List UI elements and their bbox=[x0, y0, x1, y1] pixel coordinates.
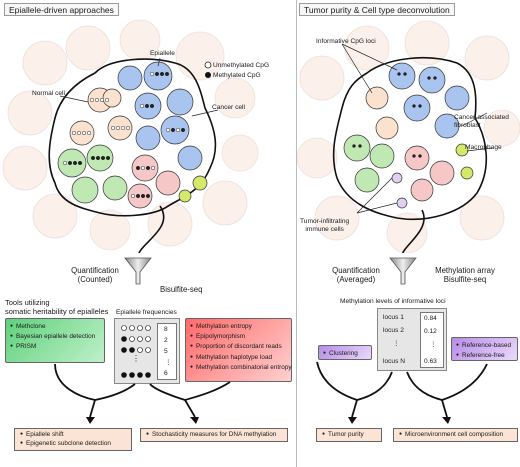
right-outcome-box-1: Tumor purity bbox=[316, 428, 382, 442]
freq-title: Epiallele frequencies bbox=[116, 309, 177, 316]
clustering-box: Clustering bbox=[318, 345, 372, 360]
left-outcome-box-2: Stochasticity measures for DNA methylati… bbox=[140, 428, 288, 442]
right-outcome-box-2: Microenvironment cell composition bbox=[393, 428, 518, 442]
left-panel-header: Epiallele-driven approaches bbox=[4, 3, 119, 16]
left-quant-title: Quantification bbox=[71, 266, 119, 275]
til-label: Tumor-infiltrating immune cells bbox=[300, 218, 350, 233]
right-funnel-icon bbox=[389, 257, 417, 285]
reference-box: Reference-based Reference-free bbox=[451, 337, 518, 361]
locus-name: locus 2 bbox=[383, 327, 404, 334]
outcome-item: Stochasticity measures for DNA methylati… bbox=[146, 431, 282, 440]
macrophage-label: Macrophage bbox=[465, 144, 502, 151]
measure-item: Methylation entropy bbox=[190, 322, 287, 332]
freq-vertical-ellipsis: ⋮ bbox=[132, 354, 140, 363]
clustering-item: Clustering bbox=[323, 349, 367, 359]
methylated-legend: Methylated CpG bbox=[213, 72, 261, 79]
freq-epialleles bbox=[121, 325, 151, 378]
cancer-cell-label: Cancer cell bbox=[212, 104, 245, 111]
left-output-arrows bbox=[54, 363, 231, 424]
right-panel-header: Tumor purity & Cell type deconvolution bbox=[299, 3, 455, 16]
outcome-item: Microenvironment cell composition bbox=[399, 431, 512, 440]
right-tissue-illustration bbox=[297, 20, 520, 253]
levels-table: locus 1 locus 2 ⋮ locus N 0.84 0.12 ⋮ 0.… bbox=[377, 308, 447, 371]
tool-item: Bayesian epiallele detection bbox=[10, 332, 100, 342]
right-output-arrows bbox=[316, 361, 488, 424]
right-quant-title: Quantification bbox=[332, 266, 380, 275]
right-method-1: Methylation array bbox=[435, 266, 495, 275]
locus-name: locus N bbox=[383, 358, 405, 365]
freq-value: 2 bbox=[164, 337, 168, 344]
measure-item: Methylation combinatorial entropy bbox=[190, 363, 292, 373]
left-outcome-box-1: Epiallele shift Epigenetic subclone dete… bbox=[14, 428, 132, 451]
tool-item: PRISM bbox=[10, 342, 100, 352]
outcome-item: Tumor purity bbox=[322, 431, 376, 440]
left-funnel-icon bbox=[124, 257, 152, 285]
freq-table: ⋮ 8 2 5 ⋮ 6 bbox=[114, 318, 180, 384]
normal-cell-label: Normal cell bbox=[32, 90, 65, 97]
measure-item: Methylation haplotype load bbox=[190, 353, 287, 363]
measures-box: Methylation entropy Epipolymorphism Prop… bbox=[185, 318, 292, 382]
panel-divider bbox=[296, 0, 297, 467]
tool-item: Methclone bbox=[10, 322, 100, 332]
outcome-item: Epigenetic subclone detection bbox=[20, 440, 126, 449]
reference-item: Reference-based bbox=[456, 341, 513, 351]
left-quant-sub: (Counted) bbox=[77, 275, 113, 284]
right-quant-sub: (Averaged) bbox=[336, 275, 376, 284]
level-value: 0.12 bbox=[424, 328, 437, 335]
tools-title: Tools utilizing somatic heritability of … bbox=[5, 298, 109, 316]
levels-title: Methylation levels of informative loci bbox=[340, 298, 446, 305]
caf-label: Cancer-associated fibroblast bbox=[454, 114, 509, 129]
freq-values: 8 2 5 ⋮ 6 bbox=[157, 323, 177, 380]
outcome-item: Epiallele shift bbox=[20, 431, 126, 440]
level-value: 0.63 bbox=[424, 358, 437, 365]
freq-value: 8 bbox=[164, 326, 168, 333]
left-tissue-illustration bbox=[2, 19, 259, 253]
freq-value: 6 bbox=[164, 370, 168, 377]
locus-name: ⋮ bbox=[393, 340, 400, 347]
unmethylated-legend: Unmethylated CpG bbox=[213, 62, 270, 69]
left-method: Bisulfite-seq bbox=[160, 285, 203, 294]
reference-item: Reference-free bbox=[456, 351, 513, 361]
freq-value: ⋮ bbox=[165, 359, 172, 366]
level-value: ⋮ bbox=[430, 341, 437, 348]
level-value: 0.84 bbox=[424, 315, 437, 322]
right-method-2: Bisulfite-seq bbox=[443, 275, 487, 284]
locus-name: locus 1 bbox=[383, 314, 404, 321]
cpg-loci-label: Informative CpG loci bbox=[316, 38, 376, 45]
measure-item: Proportion of discordant reads bbox=[190, 342, 287, 352]
levels-values: 0.84 0.12 ⋮ 0.63 bbox=[420, 312, 444, 368]
tools-box: Methclone Bayesian epiallele detection P… bbox=[5, 318, 105, 363]
epiallele-label: Epiallele bbox=[150, 50, 175, 57]
measure-item: Epipolymorphism bbox=[190, 332, 287, 342]
freq-value: 5 bbox=[164, 348, 168, 355]
